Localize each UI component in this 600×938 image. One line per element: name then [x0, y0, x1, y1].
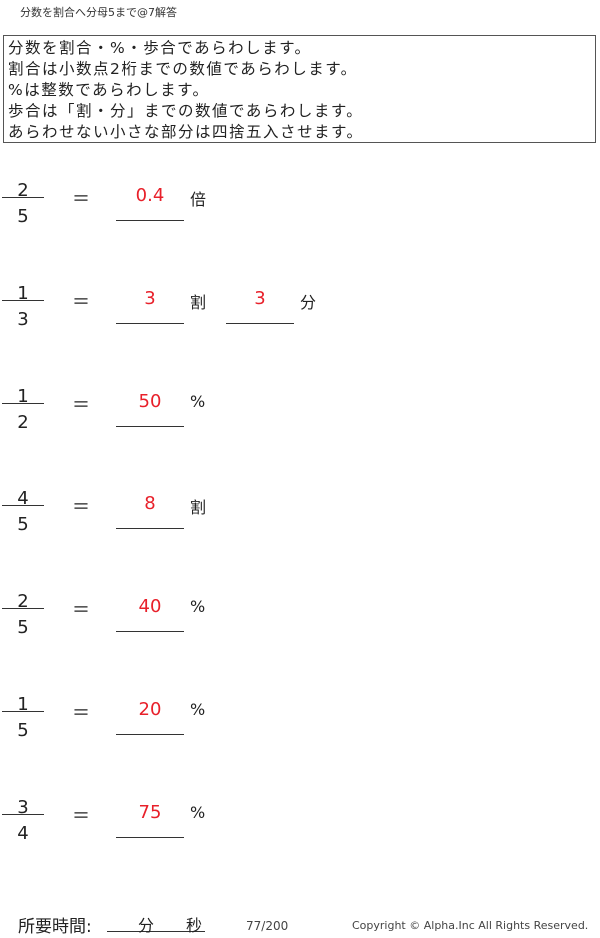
- problem-row: 1 2 ＝ 50 %: [0, 386, 600, 463]
- denominator: 2: [17, 412, 29, 433]
- numerator: 1: [17, 283, 29, 304]
- answer-value: 0.4: [135, 185, 165, 206]
- instructions-box: 分数を割合・%・歩合であらわします。 割合は小数点2桁までの数値であらわします。…: [3, 35, 596, 143]
- equals-sign: ＝: [72, 600, 90, 621]
- denominator: 5: [17, 514, 29, 535]
- answer-underline: [116, 426, 184, 427]
- numerator: 3: [17, 797, 29, 818]
- equals-sign: ＝: [72, 292, 90, 313]
- fraction-bar: [2, 608, 44, 609]
- answer-unit: 分: [300, 293, 317, 312]
- fraction-bar: [2, 403, 44, 404]
- answer-value: 3: [144, 288, 156, 309]
- answer-underline: [116, 631, 184, 632]
- worksheet-title: 分数を割合へ分母5まで@7解答: [20, 6, 177, 19]
- fraction-bar: [2, 300, 44, 301]
- answer-unit: %: [190, 803, 206, 822]
- problem-row: 1 5 ＝ 20 %: [0, 694, 600, 771]
- answer-value: 40: [138, 596, 162, 617]
- instruction-line: 割合は小数点2桁までの数値であらわします。: [8, 60, 358, 78]
- time-label: 所要時間:: [18, 917, 92, 937]
- instruction-line: あらわせない小さな部分は四捨五入させます。: [8, 123, 364, 141]
- answer-underline: [116, 323, 184, 324]
- answer-underline: [116, 837, 184, 838]
- problem-row: 4 5 ＝ 8 割: [0, 488, 600, 565]
- numerator: 2: [17, 180, 29, 201]
- numerator: 4: [17, 488, 29, 509]
- answer-unit: %: [190, 392, 206, 411]
- seconds-label: 秒: [186, 916, 203, 935]
- answer-unit: 割: [190, 293, 207, 312]
- answer-underline: [226, 323, 294, 324]
- numerator: 2: [17, 591, 29, 612]
- instruction-line: 歩合は「割・分」までの数値であらわします。: [8, 102, 364, 120]
- minutes-label: 分: [138, 916, 155, 935]
- problem-row: 2 5 ＝ 0.4 倍: [0, 180, 600, 257]
- numerator: 1: [17, 694, 29, 715]
- denominator: 4: [17, 823, 29, 844]
- fraction-bar: [2, 197, 44, 198]
- problem-row: 2 5 ＝ 40 %: [0, 591, 600, 668]
- denominator: 3: [17, 309, 29, 330]
- answer-value: 75: [138, 802, 162, 823]
- equals-sign: ＝: [72, 189, 90, 210]
- problem-row: 1 3 ＝ 3 割 3 分: [0, 283, 600, 360]
- denominator: 5: [17, 206, 29, 227]
- page-number: 77/200: [246, 919, 289, 933]
- answer-unit: 割: [190, 498, 207, 517]
- answer-value: 3: [254, 288, 266, 309]
- instruction-line: 分数を割合・%・歩合であらわします。: [8, 39, 312, 57]
- answer-unit: %: [190, 700, 206, 719]
- fraction-bar: [2, 814, 44, 815]
- instruction-line: %は整数であらわします。: [8, 81, 210, 99]
- equals-sign: ＝: [72, 497, 90, 518]
- time-underline: [107, 931, 205, 932]
- answer-underline: [116, 734, 184, 735]
- answer-unit: 倍: [190, 190, 207, 209]
- fraction-bar: [2, 505, 44, 506]
- fraction-bar: [2, 711, 44, 712]
- equals-sign: ＝: [72, 806, 90, 827]
- answer-value: 8: [144, 493, 156, 514]
- equals-sign: ＝: [72, 395, 90, 416]
- problem-row: 3 4 ＝ 75 %: [0, 797, 600, 874]
- answer-value: 50: [138, 391, 162, 412]
- copyright: Copyright © Alpha.Inc All Rights Reserve…: [352, 919, 589, 932]
- answer-unit: %: [190, 597, 206, 616]
- answer-underline: [116, 220, 184, 221]
- denominator: 5: [17, 720, 29, 741]
- denominator: 5: [17, 617, 29, 638]
- answer-value: 20: [138, 699, 162, 720]
- equals-sign: ＝: [72, 703, 90, 724]
- numerator: 1: [17, 386, 29, 407]
- answer-underline: [116, 528, 184, 529]
